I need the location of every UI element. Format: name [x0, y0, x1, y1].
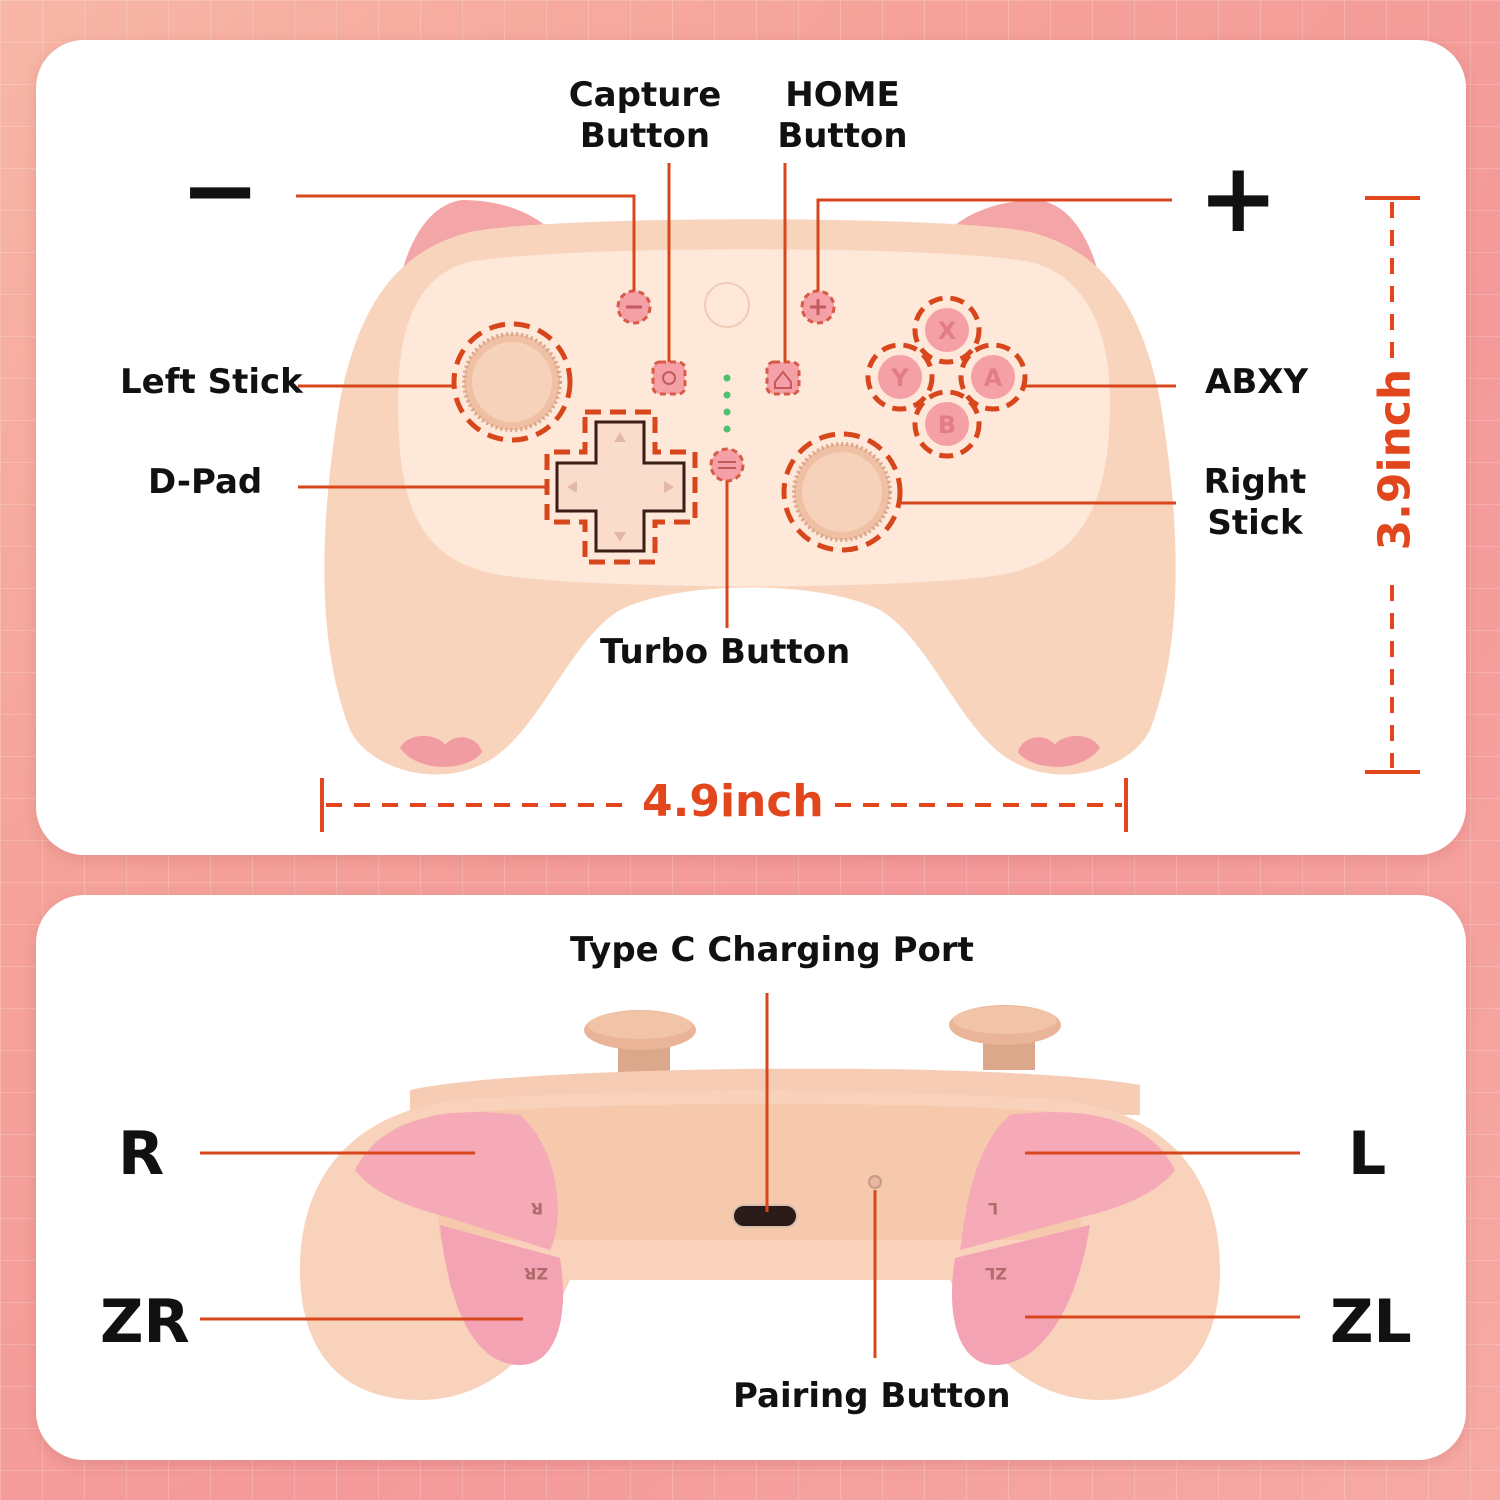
pairing-button-label: Pairing Button	[733, 1376, 1011, 1416]
left-paw	[400, 735, 482, 767]
zl-trigger	[951, 1225, 1090, 1365]
abxy-label: ABXY	[1205, 362, 1309, 402]
right-stick-highlight	[781, 431, 903, 553]
r-bumper	[355, 1112, 558, 1250]
brand-logo	[704, 282, 750, 328]
capture-button	[651, 360, 687, 396]
r-label: R	[118, 1119, 165, 1189]
right-paw	[1018, 735, 1100, 767]
l-tag: L	[988, 1199, 998, 1218]
zr-label: ZR	[100, 1287, 190, 1357]
led-2	[723, 391, 731, 399]
turbo-button-label: Turbo Button	[600, 632, 851, 672]
a-glyph: A	[984, 364, 1003, 392]
height-dimension-label: 3.9inch	[1369, 368, 1421, 551]
led-4	[723, 425, 731, 433]
r-tag: R	[531, 1199, 543, 1218]
dpad-highlight	[544, 409, 698, 565]
width-dimension-line	[320, 778, 1128, 832]
pairing-button	[868, 1175, 882, 1189]
a-button	[971, 355, 1015, 399]
left-stick-highlight	[451, 321, 573, 443]
led-3	[723, 408, 731, 416]
x-button	[925, 308, 969, 352]
dpad-label: D-Pad	[148, 462, 263, 502]
zr-trigger	[440, 1225, 564, 1365]
led-1	[723, 374, 731, 382]
x-glyph: X	[938, 317, 957, 345]
minus-label: −	[180, 134, 261, 246]
y-button	[878, 355, 922, 399]
b-glyph: B	[938, 411, 956, 439]
dpad	[555, 420, 686, 553]
leader-lines-bottom	[200, 993, 1300, 1358]
b-button	[925, 402, 969, 446]
l-label: L	[1348, 1119, 1387, 1189]
l-bumper	[960, 1112, 1175, 1250]
width-dimension-label: 4.9inch	[642, 776, 824, 827]
left-stick-label: Left Stick	[120, 362, 303, 402]
type-c-label: Type C Charging Port	[570, 930, 974, 970]
zl-tag: ZL	[985, 1264, 1007, 1283]
type-c-port	[732, 1204, 798, 1228]
zl-label: ZL	[1330, 1287, 1412, 1357]
leader-lines-top	[296, 163, 1176, 628]
zr-tag: ZR	[524, 1264, 548, 1283]
height-dimension-line	[1365, 196, 1420, 774]
y-glyph: Y	[890, 364, 909, 392]
plus-label: +	[1198, 142, 1279, 254]
